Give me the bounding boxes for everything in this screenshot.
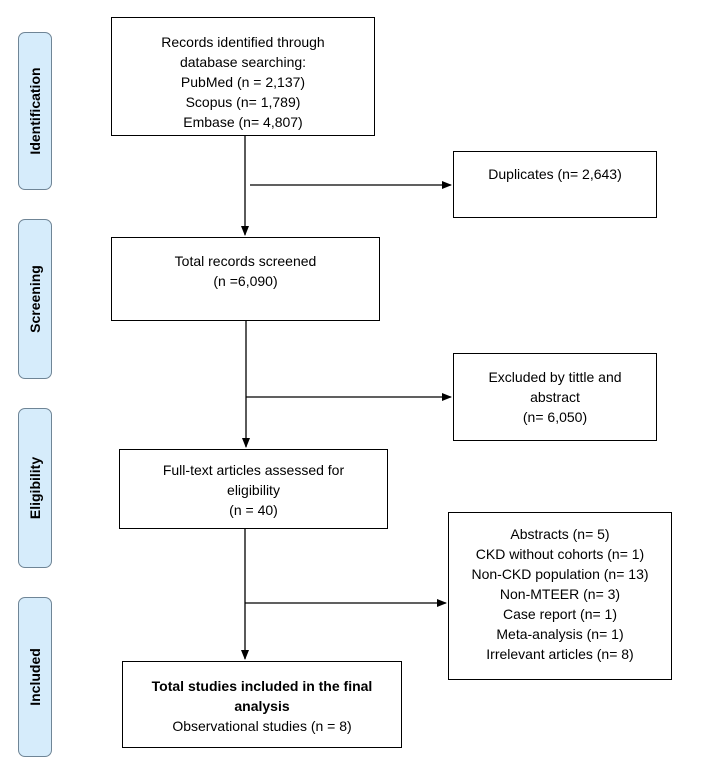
records-identified-line: database searching:: [179, 54, 307, 70]
phase-eligibility-label: Eligibility: [27, 456, 43, 520]
excluded-title-abstract-box: Excluded by tittle and abstract (n= 6,05…: [453, 353, 657, 441]
exclusion-reason: Non-CKD population (n= 13): [471, 566, 649, 582]
included-final-box: Total studies included in the final anal…: [122, 661, 402, 748]
full-text-assessed-count: (n = 40): [229, 502, 278, 518]
exclusion-reason: Non-MTEER (n= 3): [499, 586, 621, 602]
phase-identification: Identification: [18, 32, 52, 190]
records-identified-line: Records identified through: [161, 34, 325, 50]
phase-included-label: Included: [27, 648, 43, 706]
phase-identification-label: Identification: [27, 67, 43, 155]
full-text-assessed-box: Full-text articles assessed for eligibil…: [119, 449, 388, 529]
records-identified-box: Records identified through database sear…: [111, 17, 375, 136]
exclusion-reason: Irrelevant articles (n= 8): [486, 646, 634, 662]
included-final-title: Total studies included in the final: [151, 678, 373, 694]
excluded-title-abstract-count: (n= 6,050): [522, 409, 588, 425]
duplicates-box: Duplicates (n= 2,643): [453, 151, 657, 218]
phase-included: Included: [18, 597, 52, 757]
full-text-assessed-line: eligibility: [227, 482, 280, 498]
exclusion-reason: Abstracts (n= 5): [510, 526, 610, 542]
phase-screening: Screening: [18, 219, 52, 379]
phase-eligibility: Eligibility: [18, 408, 52, 568]
excluded-title-abstract-line: abstract: [530, 389, 580, 405]
duplicates-count: Duplicates (n= 2,643): [488, 166, 622, 182]
total-screened-count: (n =6,090): [213, 273, 278, 289]
exclusion-reason: CKD without cohorts (n= 1): [475, 546, 645, 562]
included-final-detail: Observational studies (n = 8): [172, 718, 352, 734]
exclusion-reason: Case report (n= 1): [503, 606, 617, 622]
excluded-full-text-box: Abstracts (n= 5) CKD without cohorts (n=…: [448, 512, 672, 680]
excluded-title-abstract-line: Excluded by tittle and: [488, 369, 622, 385]
total-screened-box: Total records screened (n =6,090): [111, 237, 380, 321]
pubmed-count: PubMed (n = 2,137): [180, 74, 306, 90]
total-screened-label: Total records screened: [174, 253, 317, 269]
exclusion-reason: Meta-analysis (n= 1): [496, 626, 624, 642]
embase-count: Embase (n= 4,807): [183, 114, 303, 130]
full-text-assessed-line: Full-text articles assessed for: [162, 462, 345, 478]
phase-screening-label: Screening: [27, 265, 43, 333]
scopus-count: Scopus (n= 1,789): [185, 94, 301, 110]
included-final-title: analysis: [234, 698, 290, 714]
